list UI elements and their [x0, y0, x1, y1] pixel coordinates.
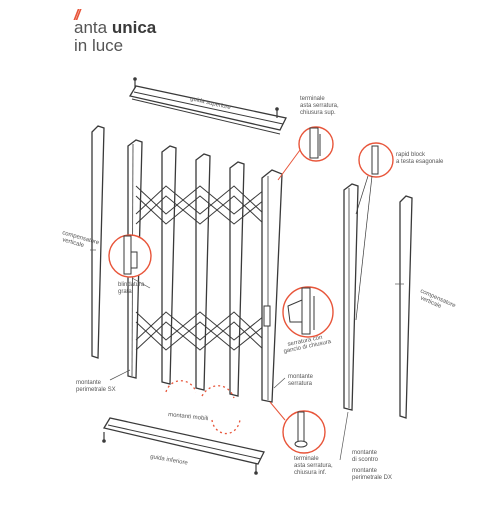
title-word-anta: anta [74, 18, 108, 37]
accent-slashes: // [74, 7, 81, 24]
left-vertical-compensator [91, 125, 105, 359]
title-line-1: anta unica [74, 18, 156, 38]
right-vertical-compensator [399, 195, 413, 419]
detail-lock-hook [282, 286, 334, 338]
title-word-unica: unica [111, 18, 157, 37]
label-terminale-inf-2: asta serratura, [294, 463, 333, 469]
page-header: // anta unica in luce [0, 0, 500, 60]
label-terminale-inf-3: chiusura inf. [294, 470, 327, 476]
label-montante-sx-2: perimetrale SX [76, 387, 116, 393]
label-montante-serratura-1: montante [288, 374, 314, 380]
label-rapid-block-2: a testa esagonale [396, 159, 444, 165]
top-guide-rail [128, 77, 287, 135]
label-rapid-block-1: rapid block [396, 152, 426, 158]
title-line-2: in luce [74, 36, 124, 55]
label-terminale-sup-3: chiusura sup. [300, 110, 336, 116]
label-montante-sx-1: montante [76, 380, 102, 386]
motion-arrows [165, 380, 241, 435]
label-terminale-sup-1: terminale [300, 96, 325, 102]
mobile-uprights [161, 145, 245, 397]
label-montante-scontro-1: montante [352, 450, 378, 456]
detail-armor-plate [108, 234, 152, 278]
lock-upright [261, 169, 283, 403]
label-blindatura-2: grata [118, 289, 132, 295]
label-montante-serratura-2: serratura [288, 381, 313, 387]
detail-bottom-terminal [269, 401, 326, 454]
label-montante-dx-1: montante [352, 468, 378, 474]
label-terminale-sup-2: asta serratura, [300, 103, 339, 109]
label-blindatura-1: blindatura [118, 282, 145, 288]
detail-top-terminal [277, 126, 334, 181]
label-montanti-mobili: montanti mobili [168, 412, 209, 422]
callout-lines [90, 249, 404, 461]
detail-rapid-block [355, 142, 394, 321]
strike-upright [343, 183, 359, 411]
bottom-guide-rail [102, 417, 265, 475]
label-guida-inferiore: guida inferiore [150, 454, 189, 467]
label-terminale-inf-1: terminale [294, 456, 319, 462]
scissor-bracing [135, 185, 265, 351]
label-montante-scontro-2: di scontro [352, 457, 379, 463]
label-montante-dx-2: perimetrale DX [352, 475, 392, 481]
